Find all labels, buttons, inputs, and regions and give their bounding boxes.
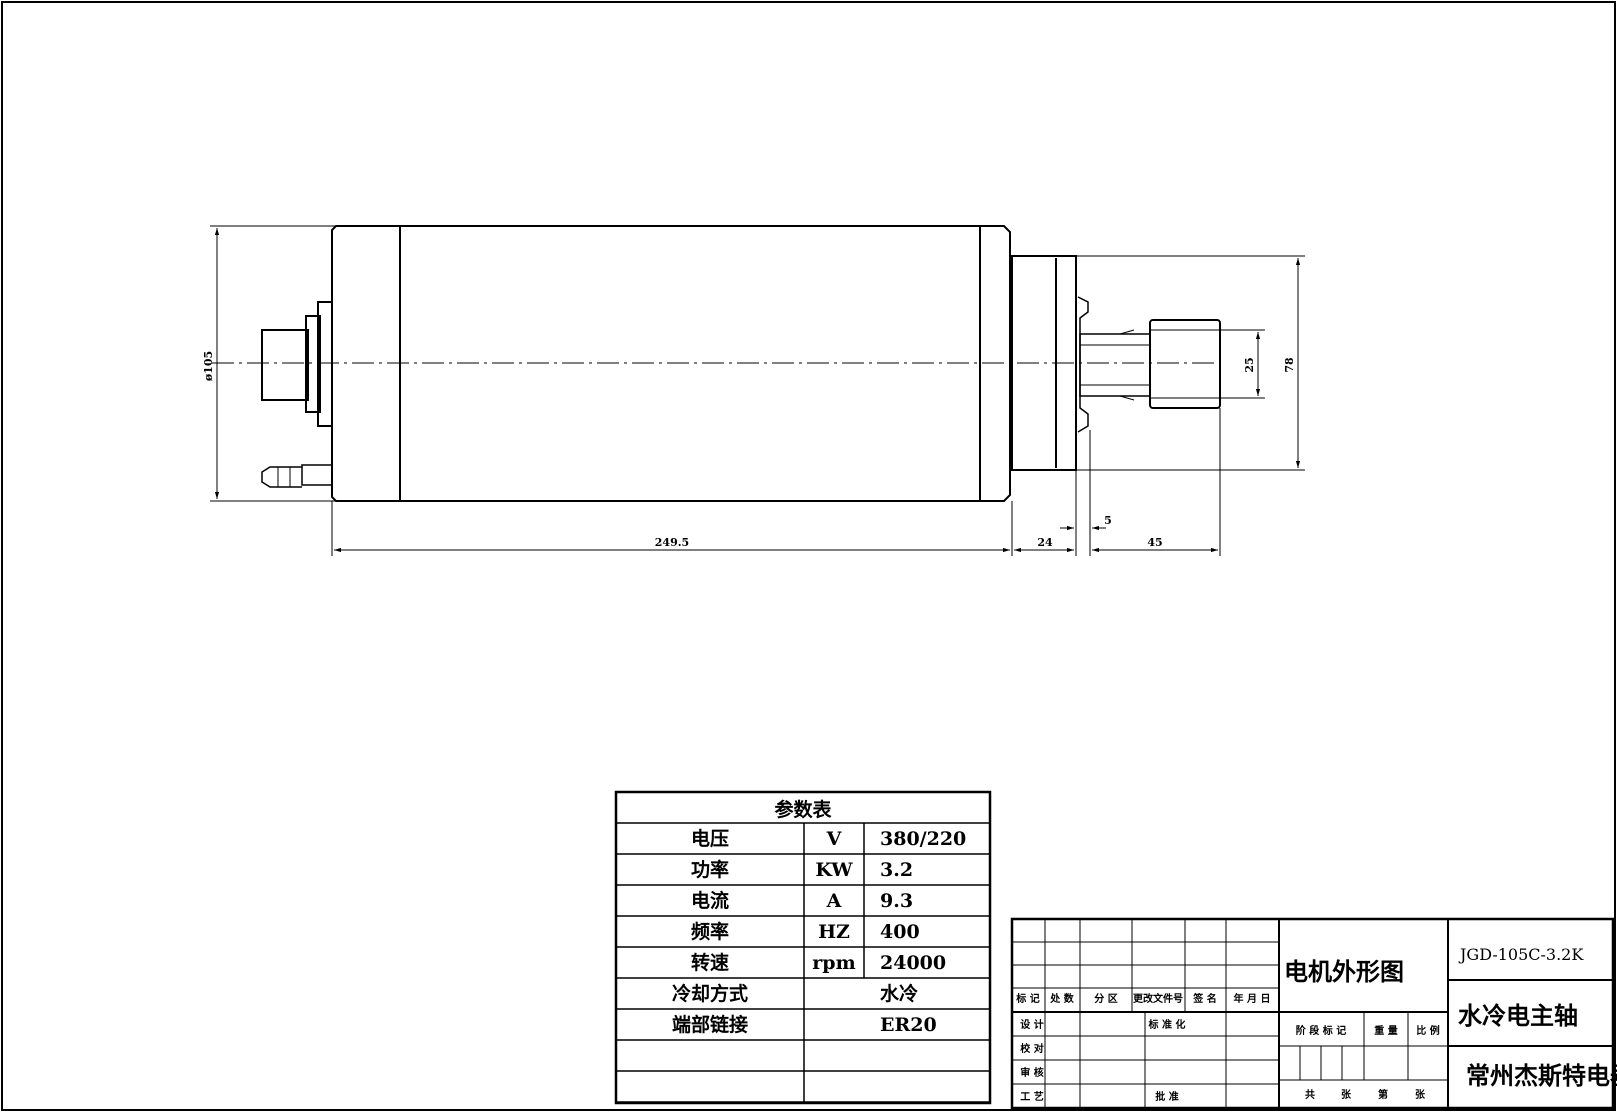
dim-length-body-text: 249.5 xyxy=(655,536,689,549)
param-name: 功率 xyxy=(691,858,729,881)
tb-sheet-label: 第 xyxy=(1378,1088,1388,1101)
param-unit: HZ xyxy=(818,921,850,943)
tb-header-label: 签 名 xyxy=(1192,992,1216,1005)
param-unit: KW xyxy=(815,859,853,881)
tb-sheet-label: 共 xyxy=(1305,1088,1315,1101)
product-name: 水冷电主轴 xyxy=(1458,1001,1578,1030)
model-number: JGD-105C-3.2K xyxy=(1458,945,1584,964)
company-name: 常州杰斯特电器 xyxy=(1466,1061,1617,1090)
param-name: 端部链接 xyxy=(672,1013,748,1036)
param-table-title: 参数表 xyxy=(774,798,832,821)
dim-diameter-text: ø105 xyxy=(202,351,215,381)
tb-role-label: 审 核 xyxy=(1020,1066,1043,1079)
dim-collet-height-text: 25 xyxy=(1243,357,1256,372)
param-name: 电流 xyxy=(691,889,729,912)
title-block-frame xyxy=(1010,917,1615,1110)
param-unit: A xyxy=(826,890,842,912)
dim-flange-height-text: 78 xyxy=(1283,357,1296,373)
tb-role-label: 工 艺 xyxy=(1020,1090,1043,1103)
param-name: 转速 xyxy=(691,951,729,974)
dim-length-nose-text: 45 xyxy=(1147,536,1162,549)
param-unit: rpm xyxy=(812,952,855,974)
tb-header-label: 年 月 日 xyxy=(1234,992,1271,1005)
shaft-taper-a xyxy=(1119,329,1135,335)
tb-role-label: 校 对 xyxy=(1020,1042,1043,1055)
drawing-title: 电机外形图 xyxy=(1284,957,1404,986)
param-value: 24000 xyxy=(880,952,946,974)
param-value: 380/220 xyxy=(880,828,966,850)
tb-scale-label: 比 例 xyxy=(1416,1024,1439,1037)
rear-connector-collar xyxy=(305,315,321,413)
water-fitting-nipple xyxy=(261,466,302,488)
tb-header-label: 更改文件号 xyxy=(1133,992,1183,1005)
water-fitting-base xyxy=(301,464,333,486)
param-unit: V xyxy=(826,828,843,850)
tb-standard-label: 标 准 化 xyxy=(1148,1018,1186,1031)
rear-connector-flange xyxy=(317,301,333,427)
tb-sheet-label: 张 xyxy=(1341,1088,1352,1101)
collet-nut xyxy=(1149,319,1221,409)
spindle-drawing xyxy=(212,225,1221,502)
spindle-shaft xyxy=(1079,333,1151,397)
title-block: 标 记 处 数 分 区 更改文件号 签 名 年 月 日 设 计 校 对 审 核 … xyxy=(1010,917,1617,1110)
param-value: 400 xyxy=(880,921,920,943)
tb-approve-label: 批 准 xyxy=(1155,1090,1178,1103)
tb-sheet-label: 张 xyxy=(1415,1088,1426,1101)
tb-role-label: 设 计 xyxy=(1020,1018,1043,1031)
dim-length-flange-text: 24 xyxy=(1037,536,1053,549)
front-flange xyxy=(1011,255,1077,471)
dimension-lines xyxy=(210,225,1305,556)
rear-connector-body xyxy=(261,329,309,401)
param-value: ER20 xyxy=(880,1014,937,1036)
param-value: 3.2 xyxy=(880,859,913,881)
dimension-texts: ø105 249.5 24 5 45 25 78 xyxy=(202,351,1296,549)
param-value: 9.3 xyxy=(880,890,913,912)
tb-header-label: 标 记 xyxy=(1015,992,1039,1005)
tb-stage-label: 阶 段 标 记 xyxy=(1296,1024,1346,1037)
tb-header-label: 处 数 xyxy=(1049,992,1074,1005)
tb-header-label: 分 区 xyxy=(1094,992,1117,1005)
param-name: 冷却方式 xyxy=(672,982,748,1005)
dim-gap-text: 5 xyxy=(1104,514,1112,527)
tb-weight-label: 重 量 xyxy=(1374,1024,1397,1037)
param-value: 水冷 xyxy=(880,982,918,1005)
parameter-table: 参数表 电压 V 380/220 功率 KW 3.2 电流 A 9.3 频率 HZ 400 转速 rpm 2… xyxy=(614,790,992,1105)
shaft-taper-b xyxy=(1119,395,1135,401)
param-name: 频率 xyxy=(691,920,729,943)
param-name: 电压 xyxy=(691,827,729,850)
